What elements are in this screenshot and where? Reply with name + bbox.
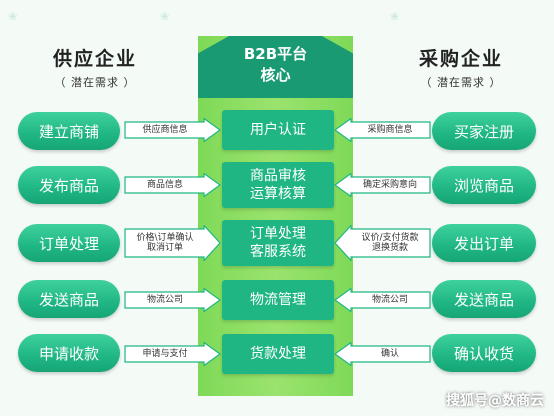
right-header-title: 采购企业 bbox=[418, 48, 503, 70]
right-item-receive: 确认收货 bbox=[432, 334, 536, 372]
left-arrow-2: 商品信息 bbox=[124, 173, 221, 197]
left-item-order: 订单处理 bbox=[18, 224, 120, 262]
left-header-title: 供应企业 bbox=[52, 48, 137, 70]
left-arrow-4: 物流公司 bbox=[124, 288, 221, 312]
core-box-payment: 货款处理 bbox=[222, 334, 334, 374]
left-item-collect: 申请收款 bbox=[18, 334, 120, 372]
right-item-order: 发出订单 bbox=[432, 224, 536, 262]
footer-credit: 搜狐号@数商云 bbox=[446, 393, 544, 409]
core-header-shape bbox=[198, 36, 353, 98]
right-arrow-5: 确认 bbox=[334, 342, 431, 366]
left-arrow-1: 供应商信息 bbox=[124, 118, 221, 142]
right-item-browse: 浏览商品 bbox=[432, 166, 536, 204]
core-box-user-auth: 用户认证 bbox=[222, 110, 334, 150]
right-header-subtitle: （ 潜在需求 ） bbox=[420, 76, 502, 89]
left-arrow-3: 价格\订单确认 取消订单 bbox=[124, 225, 221, 261]
left-arrow-5: 申请与支付 bbox=[124, 342, 221, 366]
right-item-ship: 发送商品 bbox=[432, 280, 536, 318]
core-box-logistics: 物流管理 bbox=[222, 280, 334, 320]
right-arrow-1: 采购商信息 bbox=[334, 118, 431, 142]
core-box-order-processing: 订单处理 客服系统 bbox=[222, 220, 334, 266]
left-item-store: 建立商铺 bbox=[18, 112, 120, 150]
left-header-subtitle: （ 潜在需求 ） bbox=[54, 76, 136, 89]
right-arrow-4: 物流公司 bbox=[334, 288, 431, 312]
left-item-ship: 发送商品 bbox=[18, 280, 120, 318]
left-item-publish: 发布商品 bbox=[18, 166, 120, 204]
right-arrow-3: 议价/支付货款 退换货款 bbox=[334, 225, 431, 261]
core-box-product-review: 商品审核 运算核算 bbox=[222, 162, 334, 208]
watermark-logo: ❀ bbox=[8, 10, 18, 23]
right-arrow-2: 确定采购意向 bbox=[334, 173, 431, 197]
core-title: B2B平台 核心 bbox=[243, 45, 308, 84]
right-item-register: 买家注册 bbox=[432, 112, 536, 150]
watermark-logo: ❀ bbox=[160, 10, 170, 23]
watermark-logo: ❀ bbox=[390, 10, 400, 23]
